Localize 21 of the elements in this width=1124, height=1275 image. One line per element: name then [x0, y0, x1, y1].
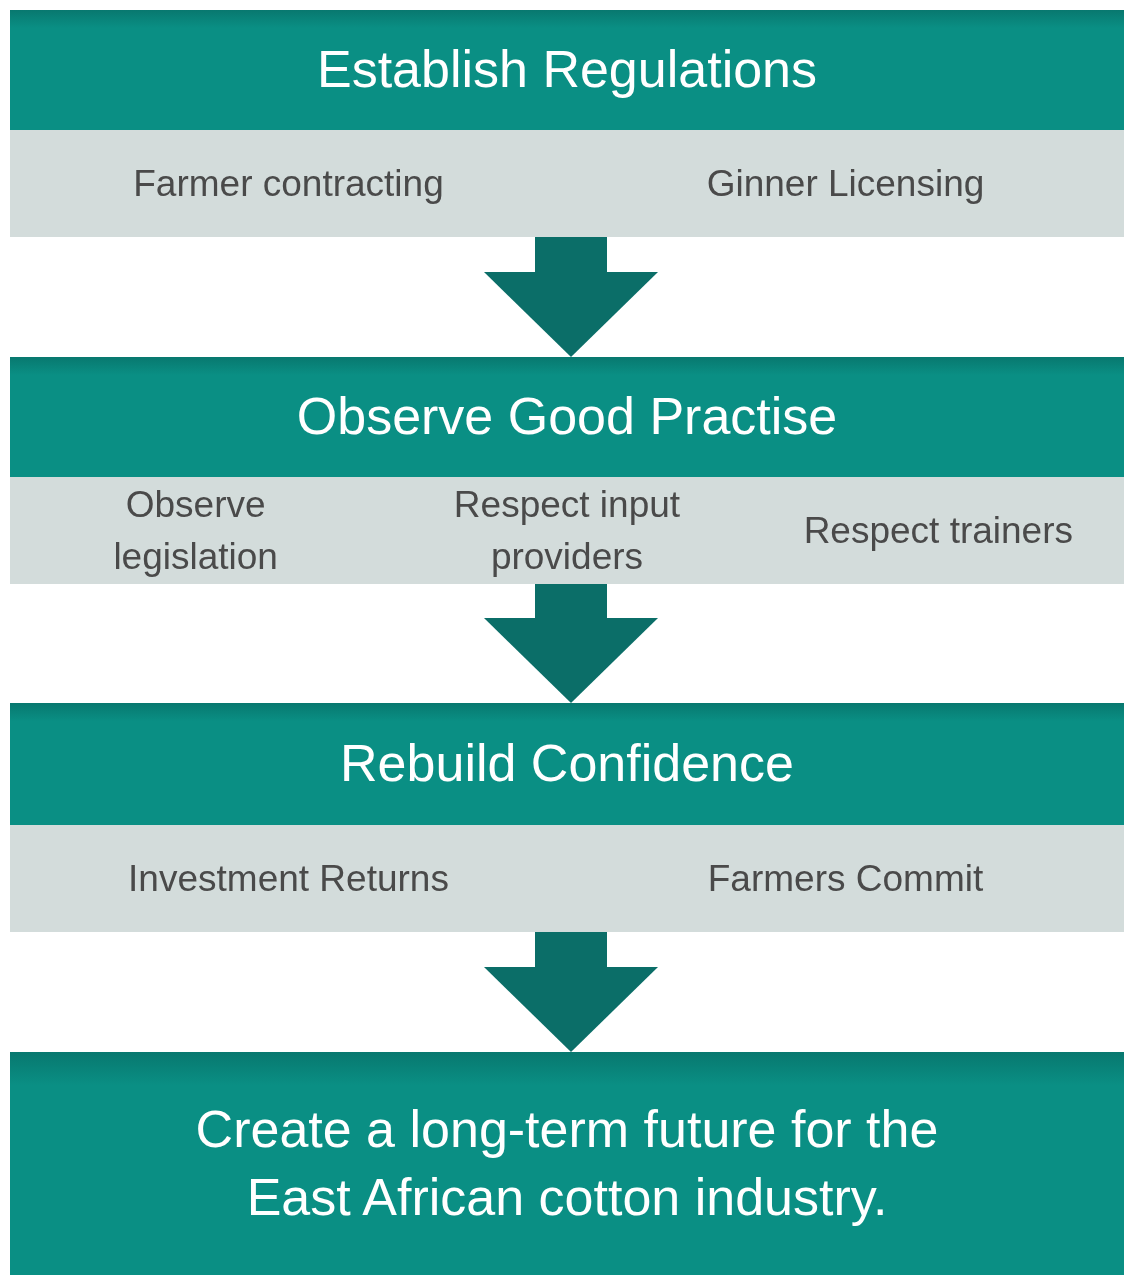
heading-band [10, 357, 1124, 477]
band-heading: Create a long-term future for the East African cotton industry. [194, 1098, 940, 1228]
band-item: Respect trainers [802, 508, 1074, 553]
band-item: Observe legislation [112, 482, 279, 579]
heading-band [10, 10, 1124, 130]
band-item: Ginner Licensing [705, 161, 986, 206]
band-heading: Observe Good Practise [296, 386, 838, 448]
band-item: Investment Returns [127, 856, 450, 901]
band-heading: Establish Regulations [316, 39, 818, 101]
band-heading: Rebuild Confidence [340, 733, 794, 795]
topic-band [10, 477, 1124, 584]
band-item: Farmers Commit [706, 856, 985, 901]
heading-band [10, 703, 1124, 825]
heading-band [10, 1052, 1124, 1275]
band-item: Farmer contracting [132, 161, 445, 206]
block-arrow [484, 584, 658, 703]
block-arrow [484, 932, 658, 1052]
band-item: Respect input providers [452, 482, 682, 579]
block-arrow [484, 237, 658, 357]
topic-band [10, 825, 1124, 932]
topic-band [10, 130, 1124, 237]
